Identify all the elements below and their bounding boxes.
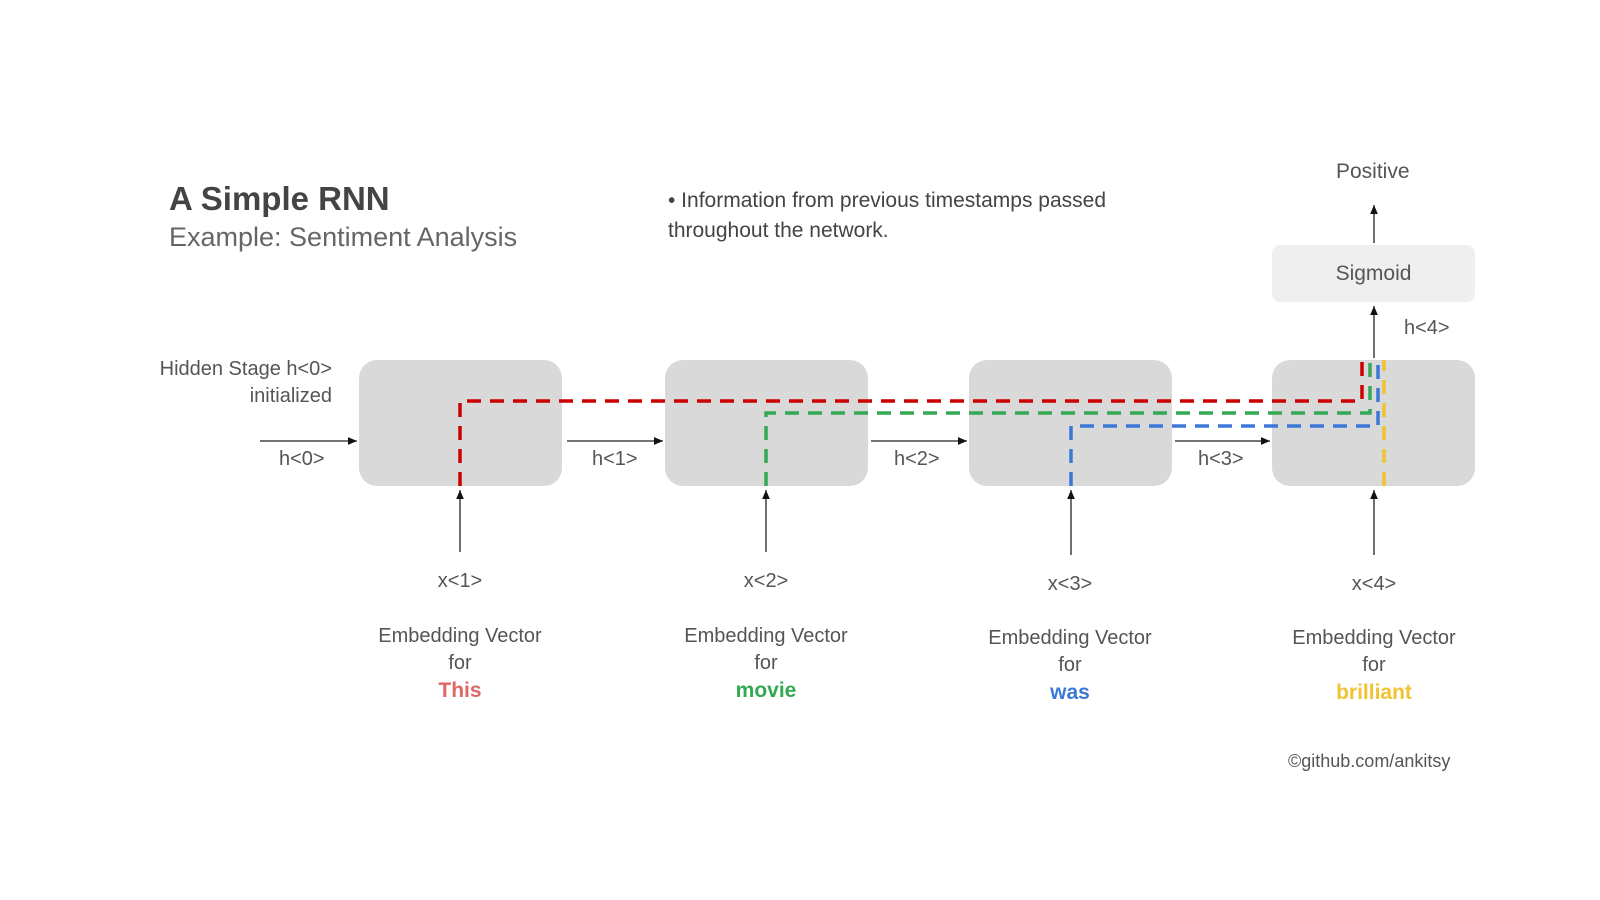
word-this: This [438, 679, 482, 702]
word-was: was [1050, 681, 1090, 704]
embedding-caption-2: Embedding Vector for movie [684, 623, 847, 704]
output-positive: Positive [1336, 160, 1410, 183]
path-movie [764, 360, 1372, 486]
diagram-subtitle: Example: Sentiment Analysis [169, 222, 518, 252]
embedding-caption-4: Embedding Vector for brilliant [1292, 625, 1455, 706]
label-x4: x<4> [1351, 573, 1397, 595]
hidden-init-label: Hidden Stage h<0> initialized [130, 356, 332, 410]
path-this [458, 360, 1364, 486]
credit-text: ©github.com/ankitsy [1288, 751, 1451, 771]
label-h3: h<3> [1198, 448, 1244, 470]
diagram-title: A Simple RNN [169, 180, 390, 217]
hidden-init-line2: initialized [249, 385, 332, 407]
embedding-text: Embedding Vector [684, 625, 848, 647]
rnn-cell-4 [1272, 360, 1475, 486]
label-x3: x<3> [1047, 573, 1093, 595]
rnn-cell-1 [359, 360, 562, 486]
embedding-text: Embedding Vector [1292, 627, 1456, 649]
rnn-cell-3 [969, 360, 1172, 486]
label-h1: h<1> [592, 448, 638, 470]
embedding-caption-3: Embedding Vector for was [988, 625, 1151, 706]
rnn-cell-2 [665, 360, 868, 486]
embedding-for: for [1362, 654, 1386, 676]
word-movie: movie [735, 679, 797, 702]
path-was [1069, 360, 1380, 486]
label-h2: h<2> [894, 448, 940, 470]
embedding-for: for [754, 652, 778, 674]
embedding-caption-1: Embedding Vector for This [378, 623, 541, 704]
label-x1: x<1> [437, 570, 483, 592]
word-brilliant: brilliant [1336, 681, 1412, 704]
embedding-text: Embedding Vector [378, 625, 542, 647]
label-h4: h<4> [1404, 317, 1450, 339]
hidden-init-line1: Hidden Stage h<0> [159, 358, 332, 380]
info-note: • Information from previous timestamps p… [668, 189, 1107, 242]
sigmoid-box: Sigmoid [1272, 245, 1475, 302]
embedding-text: Embedding Vector [988, 627, 1152, 649]
embedding-for: for [448, 652, 472, 674]
embedding-for: for [1058, 654, 1082, 676]
label-h0: h<0> [279, 448, 325, 470]
label-x2: x<2> [743, 570, 789, 592]
